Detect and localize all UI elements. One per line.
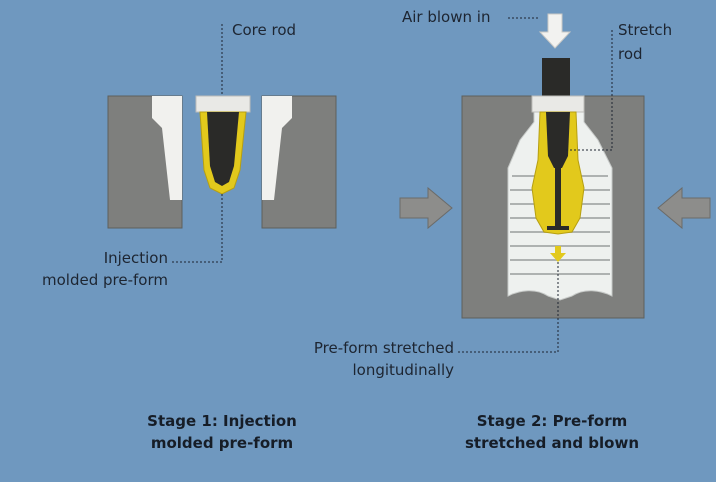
stage1-left-mold-cavity <box>152 96 182 200</box>
label-stretch-rod-line2: rod <box>618 45 643 63</box>
stage1-core-rod-collar <box>195 95 251 113</box>
caption-stage2-line1: Stage 2: Pre-form <box>476 412 628 430</box>
stage2-stretch-rod-shaft <box>555 160 561 228</box>
label-preform-stretched-line2: longitudinally <box>352 361 454 379</box>
stage1-core-rod <box>207 112 239 186</box>
stage1-group <box>107 24 337 263</box>
label-core-rod: Core rod <box>232 21 297 39</box>
label-injection-line1: Injection <box>103 249 168 267</box>
label-preform-stretched-line1: Pre-form stretched <box>313 339 454 357</box>
label-stretch-rod-line1: Stretch <box>618 21 673 39</box>
stage2-rod-collar <box>531 95 585 113</box>
left-mold-pressure-arrow <box>399 186 453 230</box>
stage2-group <box>399 13 711 353</box>
stage2-stretch-down-arrow <box>550 246 566 262</box>
leader-preform-stretched <box>456 262 559 353</box>
leader-stretch-rod <box>564 30 613 151</box>
air-blown-in-arrow <box>538 13 572 49</box>
right-mold-pressure-arrow <box>657 186 711 230</box>
caption-stage1-line2: molded pre-form <box>150 434 294 452</box>
label-air-blown-in: Air blown in <box>402 8 491 26</box>
label-injection-line2: molded pre-form <box>42 271 168 289</box>
caption-stage1-line1: Stage 1: Injection <box>147 412 297 430</box>
stage1-right-mold-cavity <box>262 96 292 200</box>
stage2-inner-core <box>546 112 570 168</box>
leader-injection-preform <box>172 194 223 263</box>
caption-stage2-line2: stretched and blown <box>464 434 640 452</box>
stage2-stretch-rod-top <box>542 58 570 96</box>
stage2-stretch-rod-tip <box>547 226 569 230</box>
